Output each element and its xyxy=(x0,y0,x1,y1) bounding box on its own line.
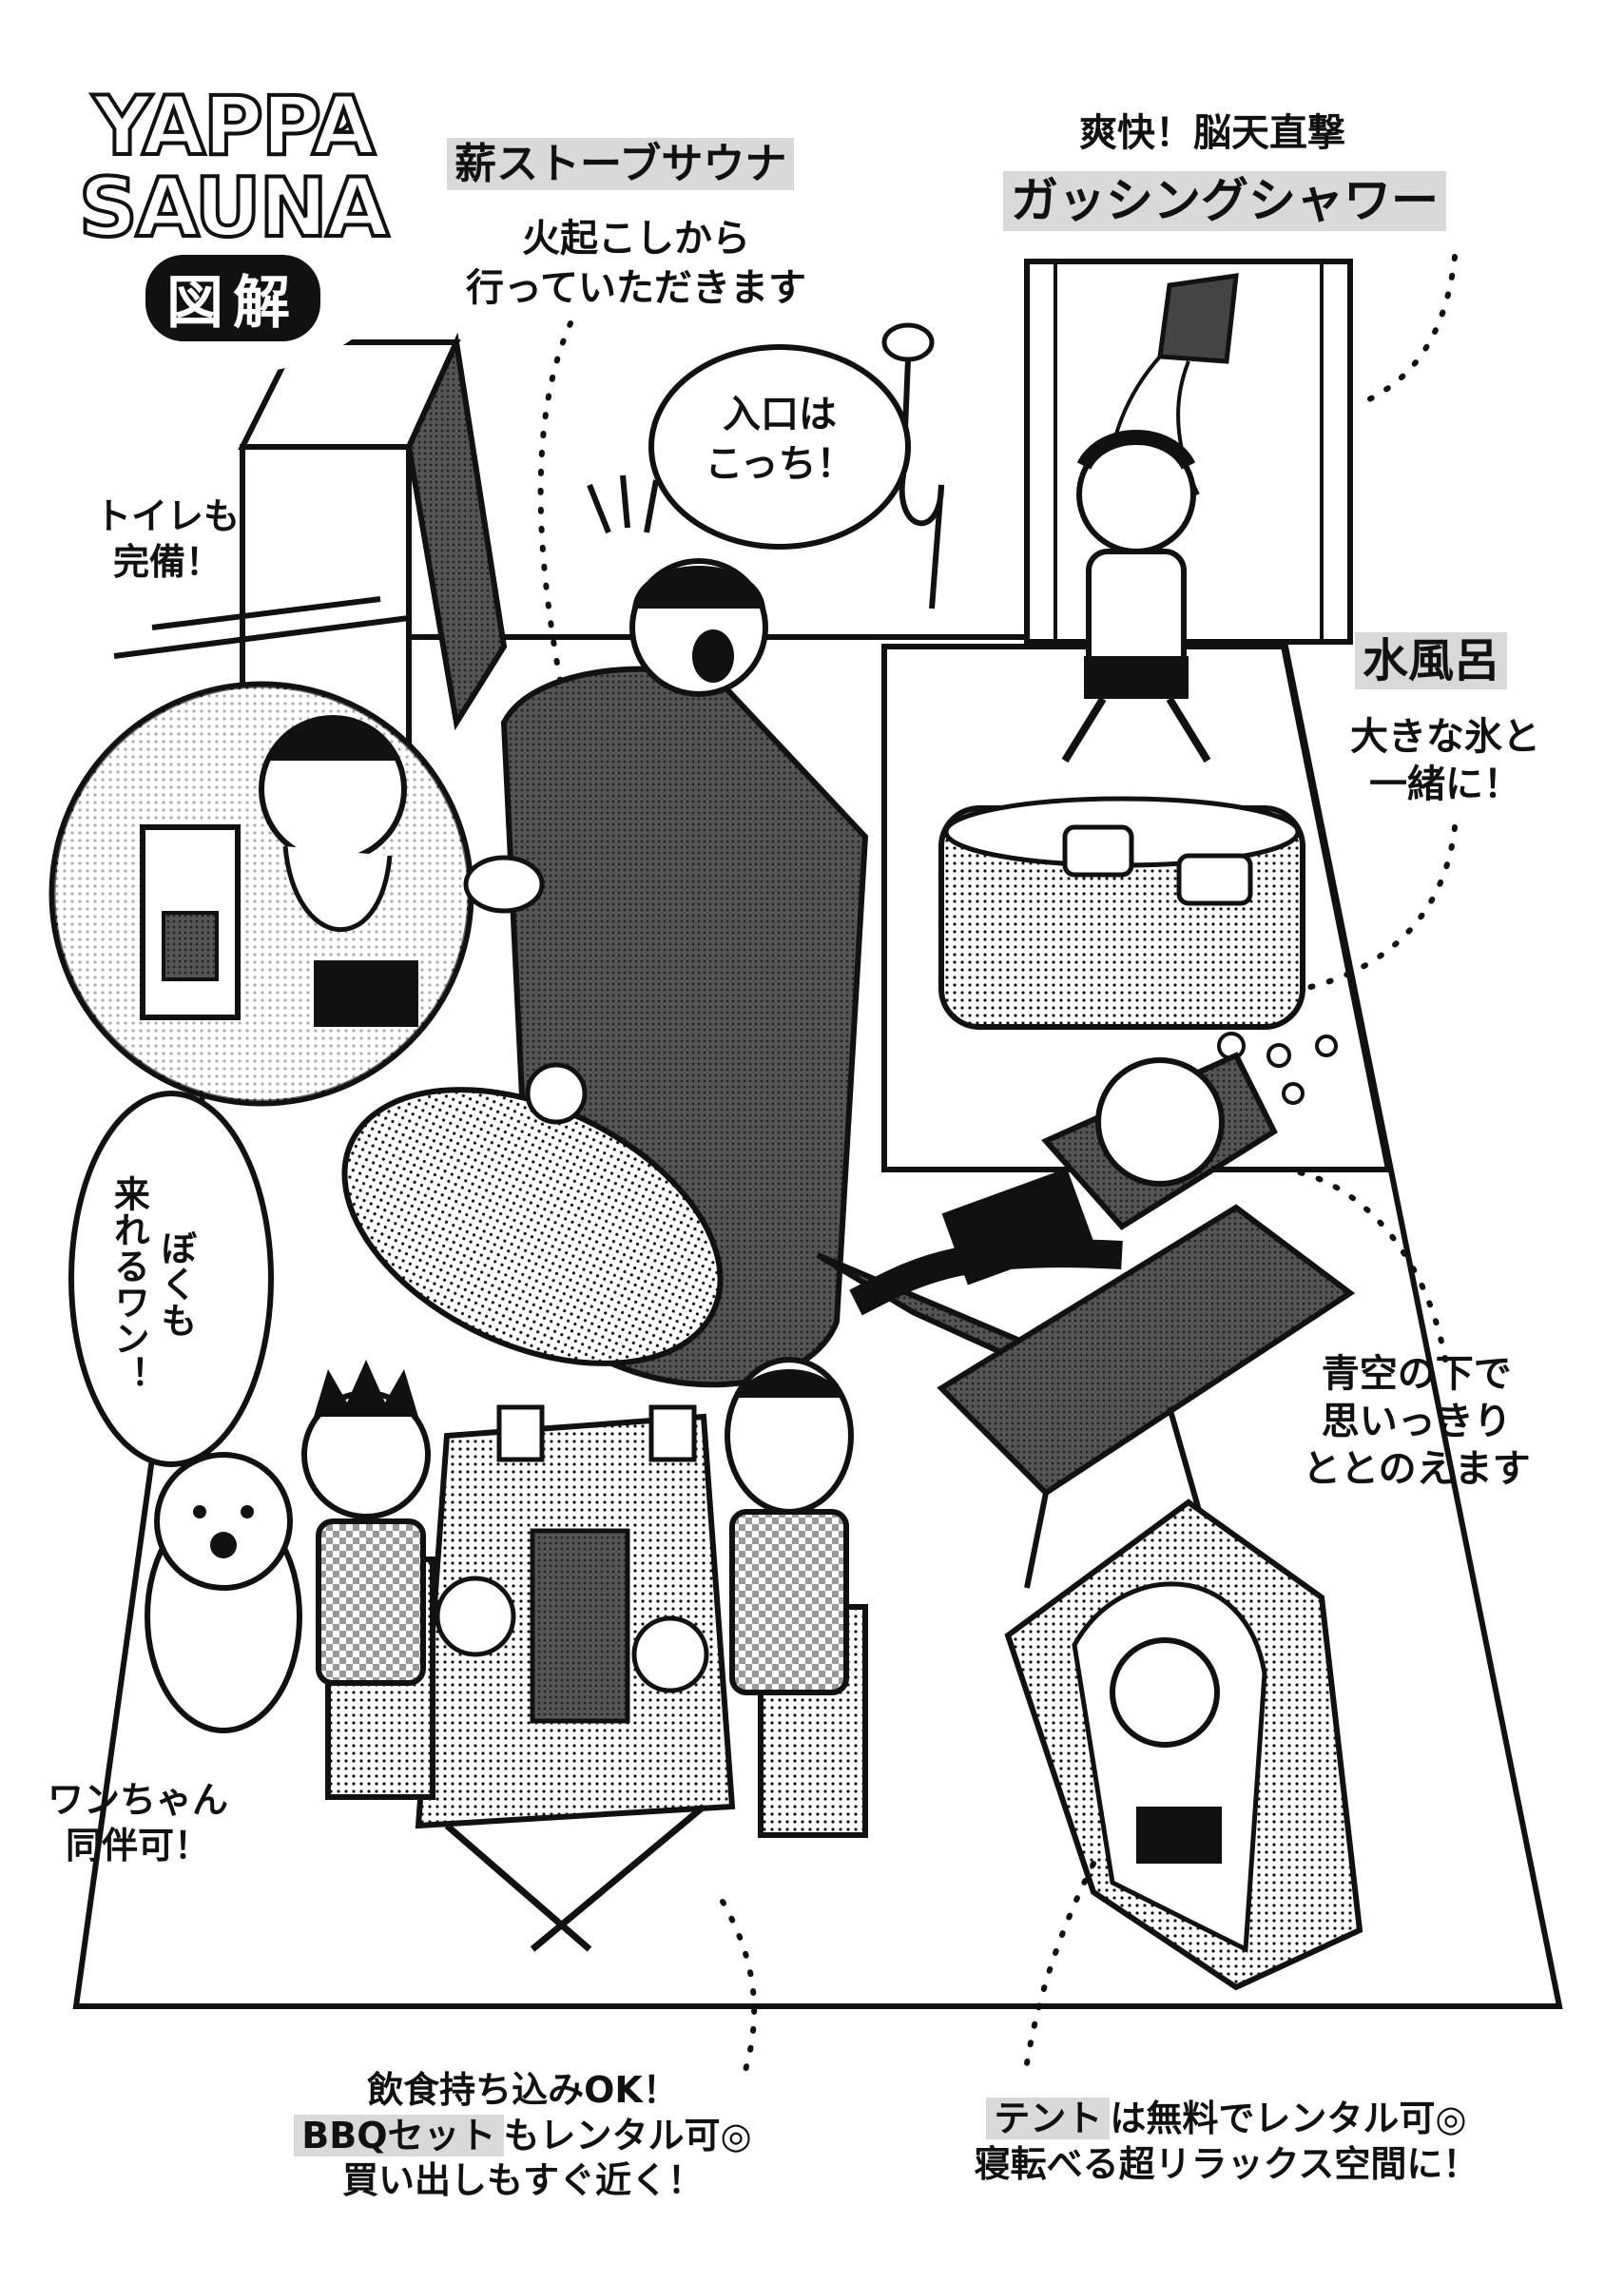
relaxing-person xyxy=(849,1057,1225,1316)
leader-lines xyxy=(537,254,1458,2085)
dog-bubble-text: ぼくも 来れるワン！ xyxy=(107,1175,197,1392)
food-info: 飲食持ち込みOK！ BBQセットもレンタル可◎ 買い出しもすぐ近く！ xyxy=(228,2068,818,2204)
dog-icon xyxy=(145,1452,302,1733)
bbq-person-right xyxy=(648,1357,854,1695)
cup-icon xyxy=(648,1404,697,1462)
ice-cube-icon xyxy=(1176,853,1253,906)
dog-speech-bubble xyxy=(68,1091,274,1467)
ice-bath-tub xyxy=(938,796,1305,1030)
cold-bath-description: 大きな氷と 一緒に！ xyxy=(1350,715,1540,806)
plate-icon xyxy=(631,1615,709,1693)
sauna-inset xyxy=(48,681,545,1107)
relax-tent xyxy=(1004,1499,1363,1991)
ice-cube-icon xyxy=(1062,824,1134,878)
cold-bath-title: 水風呂 xyxy=(1355,632,1508,689)
toilet-label: トイレも 完備！ xyxy=(95,495,241,583)
grill-icon xyxy=(530,1528,630,1724)
food-line1: 飲食持ち込みOK！ xyxy=(367,2069,679,2111)
entrance-kid xyxy=(587,474,768,697)
dog-label: ワンちゃん 同伴可！ xyxy=(48,1779,229,1866)
shower-title: ガッシングシャワー xyxy=(1003,171,1446,231)
tent-line1-rest: は無料でレンタル可◎ xyxy=(1110,2098,1467,2139)
tent-line1: テントは無料でレンタル可◎ xyxy=(894,2097,1559,2142)
outdoor-label: 青空の下で 思いっきり ととのえます xyxy=(1303,1352,1531,1491)
hand-shower-icon xyxy=(881,322,944,609)
logo-line2: SAUNA xyxy=(77,161,391,256)
entrance-bubble-text: 入口は こっち！ xyxy=(705,393,855,486)
tent-line2: 寝転べる超リラックス空間に！ xyxy=(974,2142,1479,2185)
logo: YAPPA SAUNA 図解 xyxy=(76,79,391,341)
food-line3: 買い出しもすぐ近く！ xyxy=(341,2159,704,2201)
bbq-person-left xyxy=(301,1360,545,1686)
sauna-tent xyxy=(341,666,869,1388)
steam-icon xyxy=(463,855,545,914)
food-line2: BBQセットもレンタル可◎ xyxy=(228,2114,818,2159)
logo-line1: YAPPA xyxy=(90,79,377,174)
bbq-table xyxy=(415,1413,736,1952)
lounge-chair xyxy=(937,1204,1356,1589)
cup-icon xyxy=(496,1404,545,1462)
sauna-title: 薪ストーブサウナ xyxy=(447,138,795,190)
entrance-speech-bubble xyxy=(648,344,911,550)
tent-info: テントは無料でレンタル可◎ 寝転べる超リラックス空間に！ xyxy=(894,2097,1559,2187)
shower-subtitle: 爽快！脳天直撃 xyxy=(1079,111,1345,155)
logo-badge: 図解 xyxy=(145,255,320,341)
tent-highlight: テント xyxy=(986,2098,1111,2139)
bbq-set-highlight: BBQセット xyxy=(294,2114,504,2156)
plate-icon xyxy=(435,1576,516,1657)
food-line2-rest: もレンタル可◎ xyxy=(503,2114,752,2156)
sauna-description: 火起こしから 行っていただきます xyxy=(466,217,806,310)
shower-person xyxy=(1061,430,1211,764)
